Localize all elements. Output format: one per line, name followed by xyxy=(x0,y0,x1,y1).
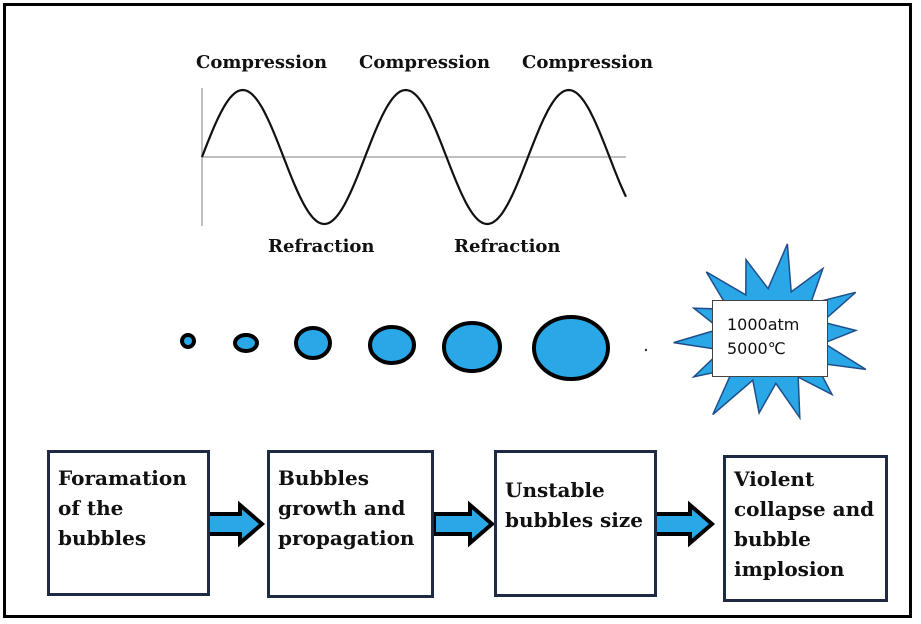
compression-label-2: Compression xyxy=(359,52,491,73)
implosion-conditions: 1000atm 5000℃ xyxy=(712,300,828,377)
sound-wave xyxy=(200,88,627,226)
arrow-1 xyxy=(203,500,266,548)
bubble-3 xyxy=(294,326,332,360)
refraction-label-1: Refraction xyxy=(268,236,375,257)
step-box-growth: Bubbles growth and propagation xyxy=(267,450,434,598)
bubble-4 xyxy=(368,325,416,365)
step-box-collapse: Violent collapse and bubble implosion xyxy=(723,455,888,602)
temperature-value: 5000℃ xyxy=(727,339,786,358)
refraction-label-2: Refraction xyxy=(454,236,561,257)
compression-label-1: Compression xyxy=(196,52,328,73)
step-text: Foramation of the bubbles xyxy=(58,466,187,550)
step-box-formation: Foramation of the bubbles xyxy=(47,450,210,596)
dot-marker xyxy=(644,348,648,352)
bubble-2 xyxy=(233,333,259,353)
arrow-2 xyxy=(432,500,496,548)
step-text: Violent collapse and bubble implosion xyxy=(734,467,875,581)
step-box-unstable: Unstable bubbles size xyxy=(494,450,657,597)
bubble-5 xyxy=(442,321,502,373)
step-text: Unstable bubbles size xyxy=(505,478,643,532)
pressure-value: 1000atm xyxy=(727,315,800,334)
bubble-6 xyxy=(532,315,610,381)
step-text: Bubbles growth and propagation xyxy=(278,466,415,550)
bubble-1 xyxy=(180,333,196,349)
arrow-3 xyxy=(653,500,716,548)
compression-label-3: Compression xyxy=(522,52,654,73)
